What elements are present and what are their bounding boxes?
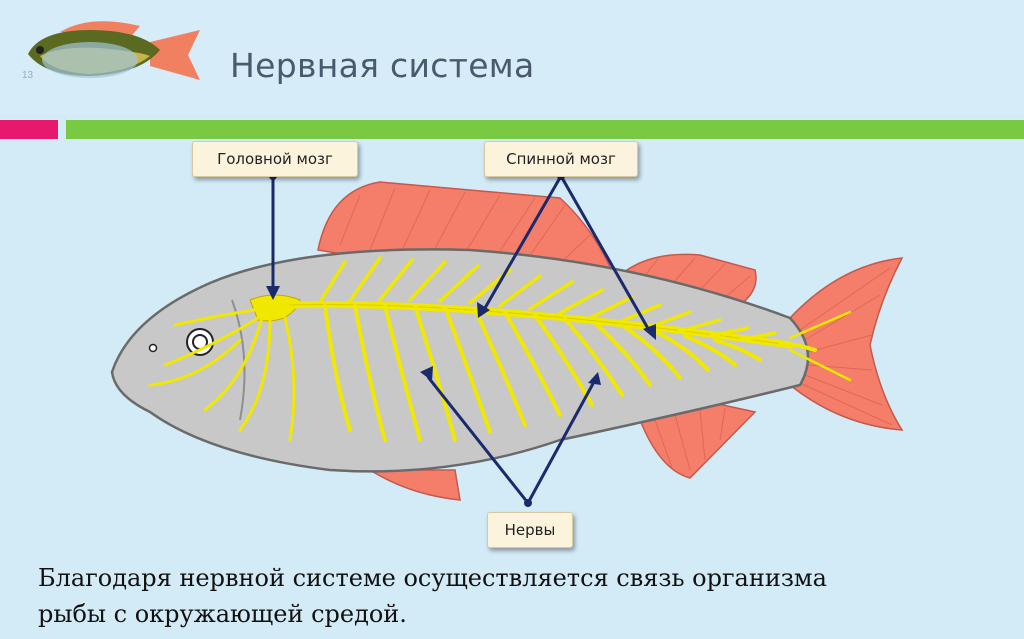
label-arrows bbox=[266, 172, 656, 507]
label-brain: Головной мозг bbox=[192, 141, 358, 177]
label-spinal-cord: Спинной мозг bbox=[484, 141, 638, 177]
label-nerves: Нервы bbox=[487, 512, 573, 548]
accent-bar-pink bbox=[0, 120, 58, 139]
nervous-system bbox=[148, 256, 852, 442]
tail-fin bbox=[789, 257, 904, 431]
caption-line-1: Благодаря нервной системе осуществляется… bbox=[38, 564, 827, 592]
caption: Благодаря нервной системе осуществляется… bbox=[38, 560, 998, 632]
slide-number: 13 bbox=[22, 70, 34, 81]
caption-line-2: рыбы с окружающей средой. bbox=[38, 600, 407, 628]
fish-thumbnail-icon bbox=[28, 21, 200, 80]
page-title: Нервная система bbox=[230, 46, 535, 85]
accent-bar-green bbox=[66, 120, 1024, 139]
pelvic-fin bbox=[367, 469, 461, 501]
